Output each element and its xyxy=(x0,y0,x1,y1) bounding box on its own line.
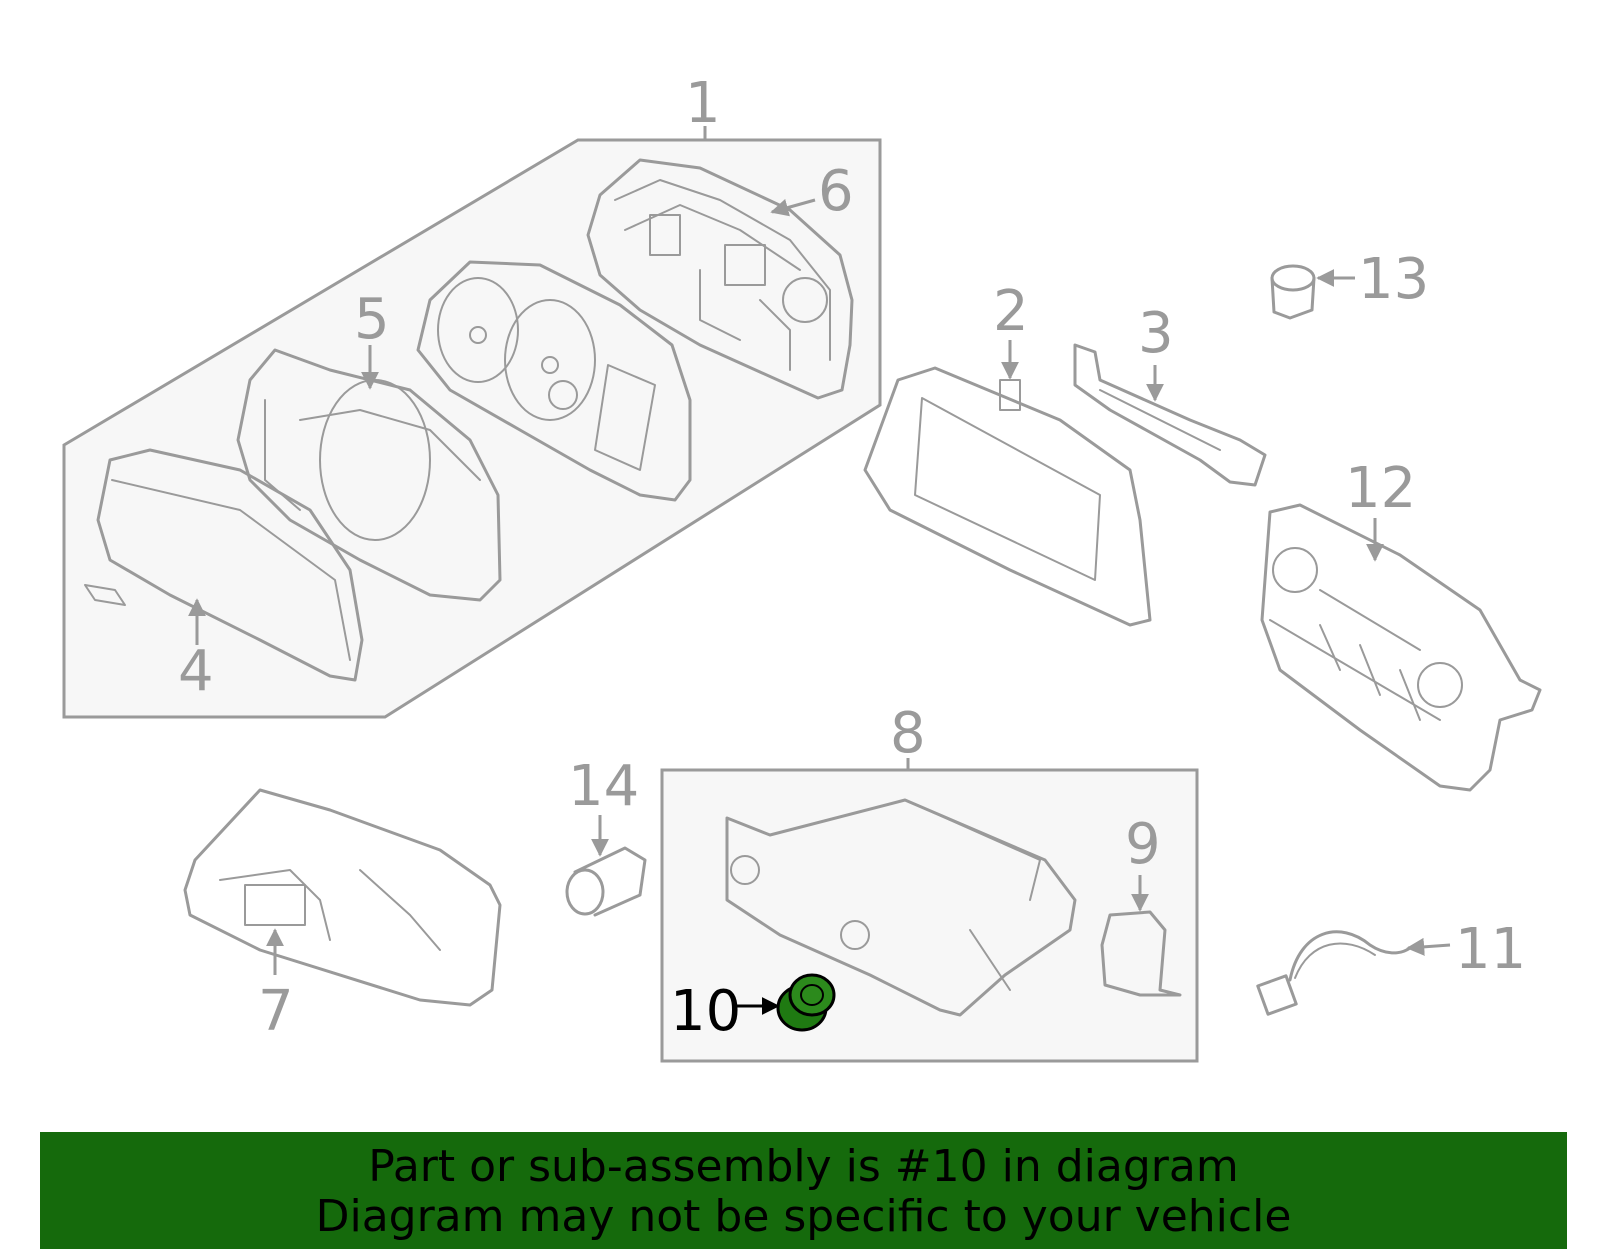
leader-11 xyxy=(1406,937,1451,956)
callout-2: 2 xyxy=(993,279,1029,344)
callout-8: 8 xyxy=(890,701,926,766)
part-9-bracket xyxy=(1100,910,1182,997)
callout-9: 9 xyxy=(1125,812,1161,877)
part-10-knob xyxy=(776,973,836,1032)
part-2-display xyxy=(863,366,1152,627)
part-7-cover xyxy=(183,788,502,1007)
callout-11: 11 xyxy=(1455,917,1526,982)
callout-3: 3 xyxy=(1138,301,1174,366)
part-gauge-face xyxy=(416,260,692,502)
part-14-switch xyxy=(565,846,647,917)
part-6-rear-case xyxy=(586,158,854,400)
banner-line-2: Diagram may not be specific to your vehi… xyxy=(315,1191,1292,1242)
part-3-bracket xyxy=(1073,343,1267,487)
callout-6: 6 xyxy=(818,159,854,224)
banner-line-1: Part or sub-assembly is #10 in diagram xyxy=(368,1141,1239,1192)
callout-7: 7 xyxy=(258,979,294,1044)
part-13-switch xyxy=(1270,264,1316,320)
part-8-audio-unit xyxy=(725,798,1077,1017)
group-box-1 xyxy=(62,126,882,719)
info-banner: Part or sub-assembly is #10 in diagram D… xyxy=(40,1132,1567,1249)
part-12-climate-panel xyxy=(1260,503,1542,792)
callout-5: 5 xyxy=(354,287,390,352)
callout-12: 12 xyxy=(1345,456,1416,521)
callout-10: 10 xyxy=(670,979,741,1044)
part-4-lens xyxy=(84,448,364,682)
callout-14: 14 xyxy=(568,754,639,819)
callout-1: 1 xyxy=(685,71,721,136)
part-11-harness xyxy=(1256,930,1412,1016)
leader-6 xyxy=(770,198,816,217)
callout-4: 4 xyxy=(178,639,214,704)
callout-13: 13 xyxy=(1358,247,1429,312)
